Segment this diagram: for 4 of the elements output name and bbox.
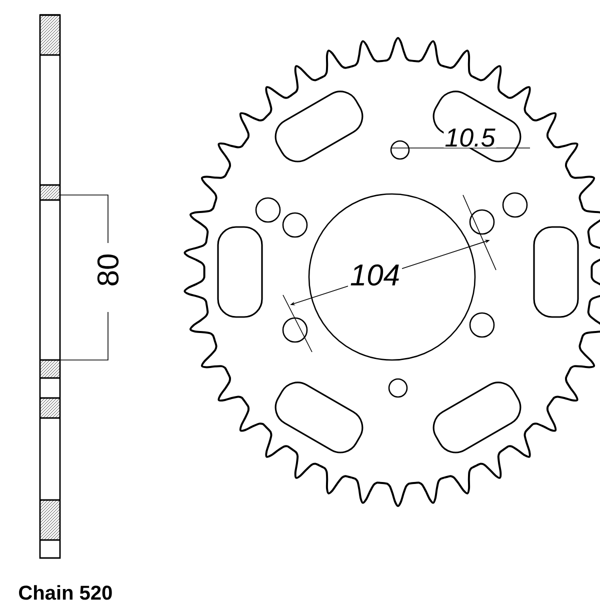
- dimension-label: 80: [97, 254, 119, 286]
- dimension-label: 104: [350, 264, 399, 286]
- caption-text: Chain 520: [19, 585, 112, 600]
- dimension-label: 10.5: [445, 128, 496, 147]
